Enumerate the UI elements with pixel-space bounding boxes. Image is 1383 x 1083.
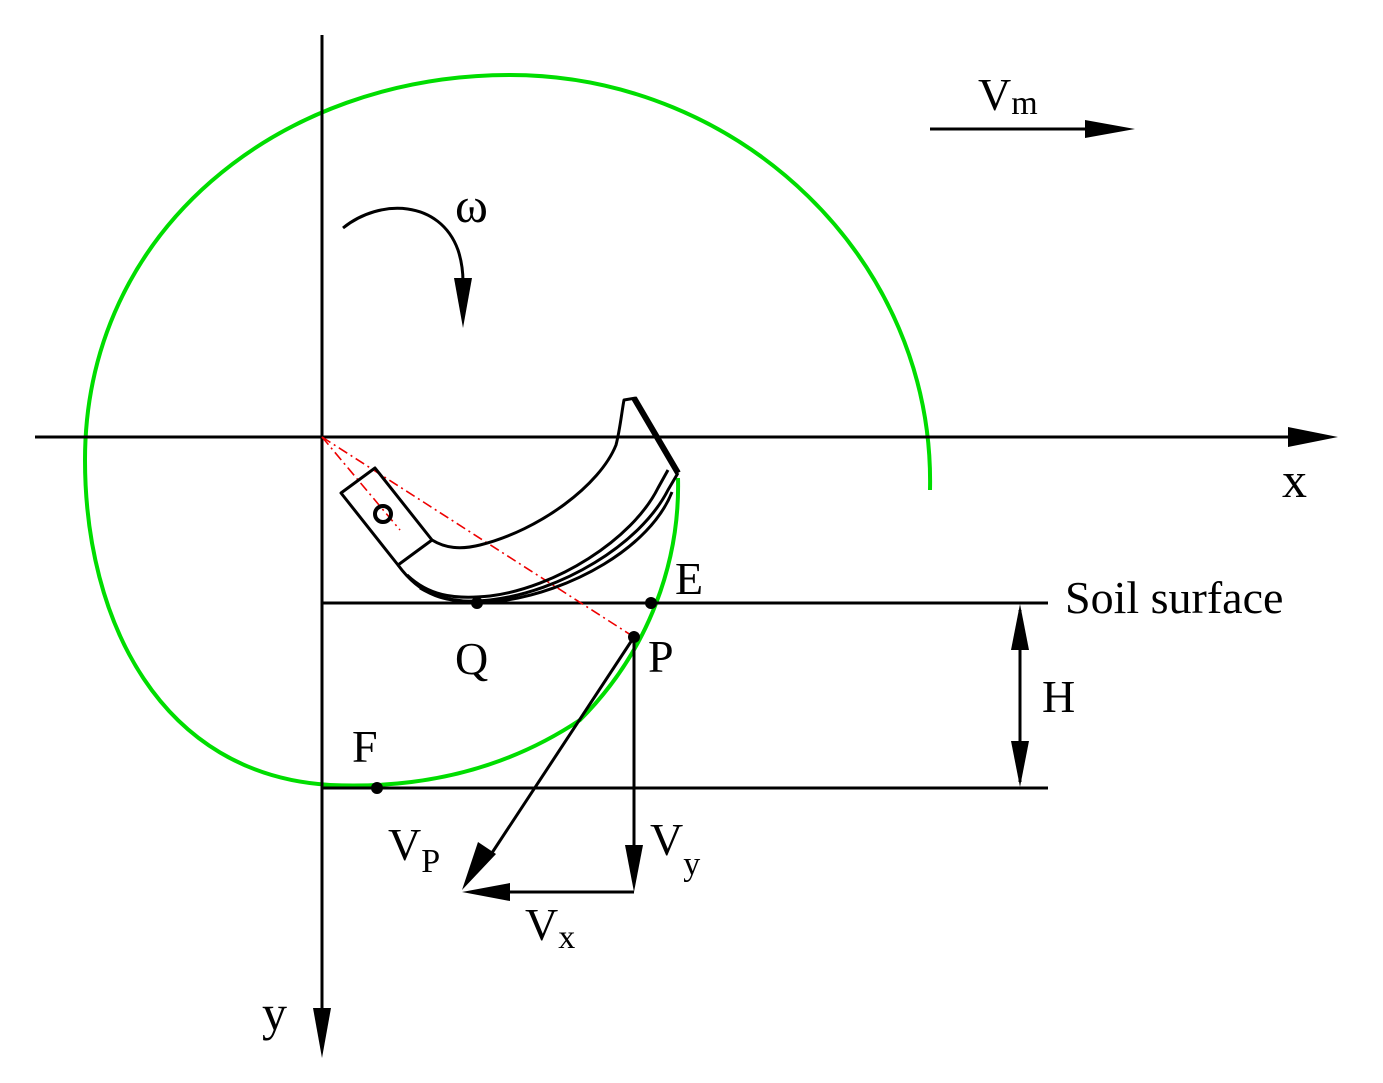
blade-inner-edge (431, 396, 637, 550)
blade-bolt-hole (373, 504, 393, 524)
soil-surface-label: Soil surface (1065, 572, 1283, 623)
point-e-dot (645, 597, 657, 609)
y-axis-label: y (262, 985, 287, 1041)
velocity-y-label: Vy (650, 814, 700, 883)
x-axis-arrowhead (1288, 427, 1338, 447)
blade-mid-edge (419, 491, 674, 604)
depth-arrowhead-bottom (1011, 741, 1029, 787)
velocity-x-label: Vx (525, 899, 575, 956)
point-f-dot (371, 782, 383, 794)
machine-velocity-label: Vm (978, 69, 1038, 122)
depth-label: H (1042, 671, 1075, 722)
point-p-label: P (648, 631, 674, 682)
velocity-p-arrowhead (462, 842, 496, 890)
point-q-label: Q (455, 633, 488, 684)
point-e-label: E (675, 553, 703, 604)
depth-arrowhead-top (1011, 604, 1029, 650)
point-q-dot (471, 597, 483, 609)
radius-to-bolt-dashed (321, 436, 401, 531)
blade-trajectory-curve (82, 72, 933, 788)
x-axis-label: x (1282, 452, 1307, 508)
blade-cutting-edge (631, 396, 681, 475)
point-f-label: F (352, 721, 378, 772)
rotation-arc (342, 206, 465, 283)
velocity-p-vector (484, 636, 636, 863)
omega-label: ω (455, 177, 488, 233)
rotation-arrowhead (454, 278, 472, 328)
machine-velocity-arrowhead (1085, 120, 1135, 138)
blade-outer-edge (396, 472, 680, 603)
rotary-blade (339, 396, 680, 604)
velocity-y-arrowhead (625, 845, 643, 892)
blade-back-edge (405, 469, 670, 599)
y-axis-arrowhead (313, 1008, 331, 1058)
velocity-x-arrowhead (462, 883, 510, 901)
blade-shank (339, 466, 434, 567)
velocity-p-label: VP (388, 819, 440, 880)
